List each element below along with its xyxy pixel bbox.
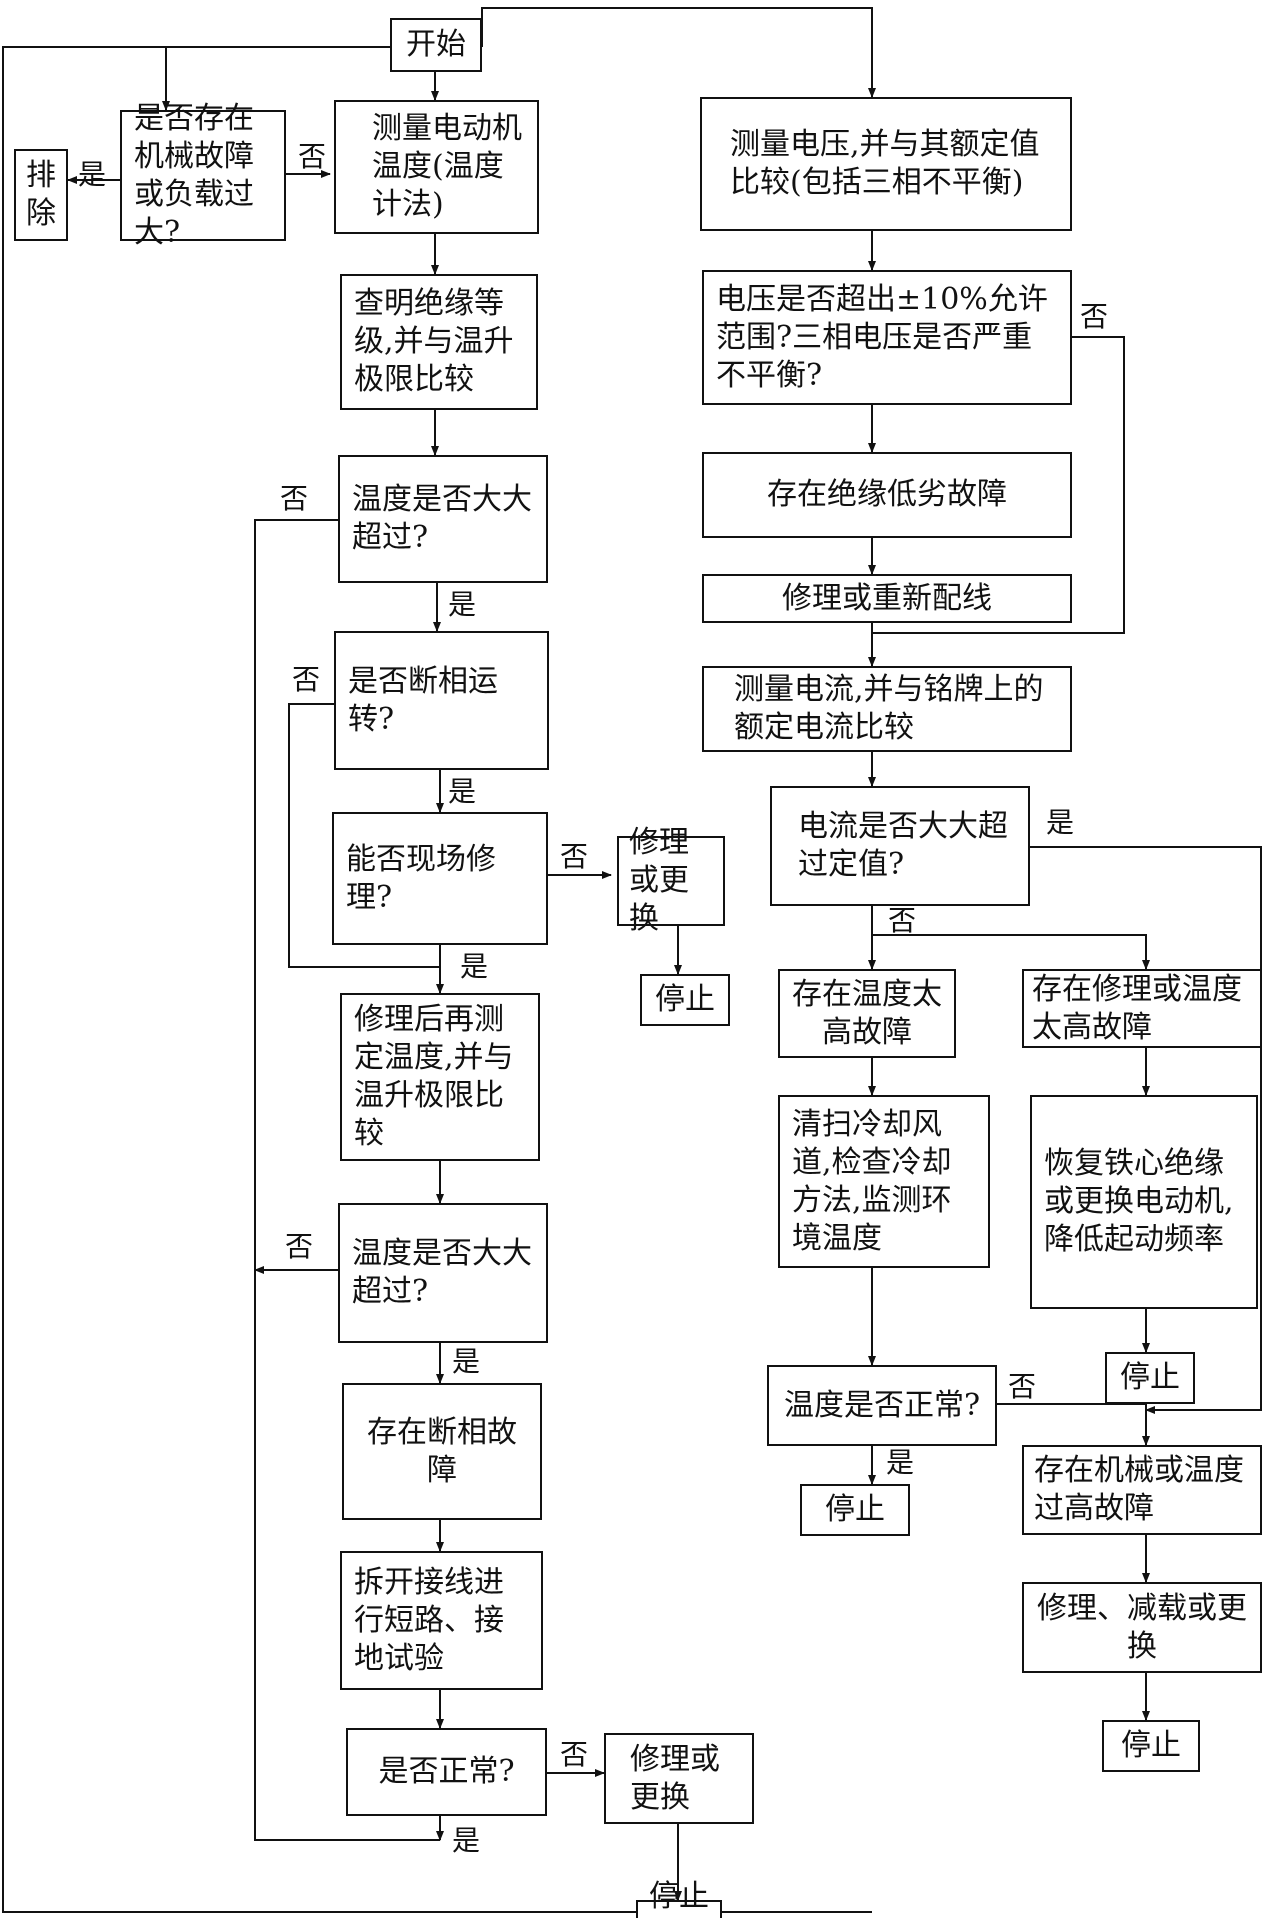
temp-high-fault-text: 存在温度太高故障 — [792, 976, 942, 1050]
repair-replace-2-text: 修理或更换 — [630, 1741, 720, 1815]
remeasure-temp-box: 修理后再测定温度,并与温升极限比较 — [340, 993, 540, 1161]
label-yes-remove: 是 — [78, 158, 107, 191]
temp-exceed-2-text: 温度是否大大超过? — [352, 1236, 532, 1309]
short-ground-test-text: 拆开接线进行短路、接地试验 — [354, 1564, 504, 1676]
stop-box-5: 停止 — [1102, 1720, 1200, 1772]
label-yes-phase-q: 是 — [448, 775, 477, 808]
phase-loss-fault-text: 存在断相故障 — [367, 1414, 517, 1488]
label-no-temp-normal-q: 否 — [1008, 1370, 1037, 1403]
arrow-start-to-measure-voltage — [481, 7, 876, 98]
label-no-current-q: 否 — [888, 904, 917, 937]
insulation-class-text: 查明绝缘等级,并与温升极限比较 — [354, 286, 514, 397]
remove-text: 排除 — [26, 158, 56, 231]
measure-voltage-box: 测量电压,并与其额定值比较(包括三相不平衡) — [700, 97, 1072, 231]
outer-loop-line — [2, 46, 872, 1913]
temp-normal-decision: 温度是否正常? — [767, 1365, 997, 1446]
label-no-phase-q: 否 — [292, 663, 321, 696]
rewire-text: 修理或重新配线 — [782, 580, 992, 616]
stop-box-3: 停止 — [1105, 1352, 1195, 1404]
current-decision: 电流是否大大超过定值? — [770, 786, 1030, 906]
start-box: 开始 — [390, 18, 482, 72]
voltage-decision: 电压是否超出±10%允许范围?三相电压是否严重不平衡? — [702, 270, 1072, 405]
normal-decision: 是否正常? — [346, 1728, 547, 1816]
remeasure-temp-text: 修理后再测定温度,并与温升极限比较 — [354, 1002, 514, 1151]
label-yes-temp-q2: 是 — [452, 1345, 481, 1378]
label-yes-normal-q: 是 — [452, 1824, 481, 1857]
repair-reduce-box: 修理、减载或更换 — [1022, 1582, 1262, 1673]
repair-replace-box-1: 修理或更换 — [617, 825, 725, 936]
label-no-measure-temp: 否 — [298, 140, 327, 173]
stop-box-4: 停止 — [800, 1484, 910, 1536]
mech-temp-fault-box: 存在机械或温度过高故障 — [1022, 1445, 1262, 1535]
remove-box: 排除 — [14, 149, 68, 241]
label-no-temp-q1: 否 — [280, 482, 309, 515]
mech-fault-text: 是否存在机械故障或负载过大? — [134, 100, 254, 250]
insulation-fault-box: 存在绝缘低劣故障 — [702, 452, 1072, 538]
label-no-voltage-q: 否 — [1080, 300, 1109, 333]
stop-1-text: 停止 — [655, 982, 715, 1017]
clean-cooling-box: 清扫冷却风道,检查冷却方法,监测环境温度 — [778, 1095, 990, 1268]
stop-3-text: 停止 — [1120, 1360, 1180, 1395]
phase-loss-decision: 是否断相运转? — [334, 631, 549, 770]
arrow-current-q-split — [871, 906, 1150, 970]
temp-normal-q-text: 温度是否正常? — [783, 1387, 981, 1423]
restore-core-box: 恢复铁心绝缘或更换电动机,降低起动频率 — [1030, 1095, 1258, 1309]
label-yes-current-q: 是 — [1046, 806, 1075, 839]
arrow-voltage-q-no — [872, 336, 1125, 634]
phase-loss-fault-box: 存在断相故障 — [342, 1383, 542, 1520]
stop-box-2: 停止 — [636, 1879, 722, 1918]
measure-current-box: 测量电流,并与铭牌上的额定电流比较 — [702, 666, 1072, 752]
measure-temp-box: 测量电动机温度(温度计法) — [334, 100, 539, 234]
current-q-text: 电流是否大大超过定值? — [798, 809, 1008, 882]
insulation-fault-text: 存在绝缘低劣故障 — [767, 477, 1007, 512]
restore-core-text: 恢复铁心绝缘或更换电动机,降低起动频率 — [1044, 1146, 1234, 1257]
label-yes-temp-q1: 是 — [448, 588, 477, 621]
short-ground-test-box: 拆开接线进行短路、接地试验 — [340, 1551, 543, 1690]
label-yes-temp-normal-q: 是 — [886, 1446, 915, 1479]
onsite-repair-text: 能否现场修理? — [346, 841, 496, 915]
arrow-current-q-yes — [1030, 846, 1262, 1414]
phase-loss-q-text: 是否断相运转? — [348, 663, 498, 737]
mech-fault-decision: 是否存在机械故障或负载过大? — [120, 101, 286, 250]
label-no-temp-q2: 否 — [285, 1230, 314, 1263]
onsite-repair-decision: 能否现场修理? — [332, 812, 548, 945]
loop-back-line — [254, 519, 440, 1841]
temp-exceed-1-text: 温度是否大大超过? — [352, 482, 532, 555]
temp-exceed-decision-1: 温度是否大大超过? — [338, 455, 548, 583]
clean-cooling-text: 清扫冷却风道,检查冷却方法,监测环境温度 — [792, 1106, 952, 1256]
rewire-box: 修理或重新配线 — [702, 574, 1072, 623]
repair-temp-fault-text: 存在修理或温度太高故障 — [1032, 971, 1242, 1045]
arrow-phase-q-no-bypass — [288, 703, 440, 968]
label-no-normal-q: 否 — [560, 1738, 589, 1771]
stop-box-1: 停止 — [640, 974, 730, 1026]
voltage-q-text: 电压是否超出±10%允许范围?三相电压是否严重不平衡? — [716, 281, 1048, 393]
measure-voltage-text: 测量电压,并与其额定值比较(包括三相不平衡) — [730, 127, 1040, 200]
temp-exceed-decision-2: 温度是否大大超过? — [338, 1203, 548, 1343]
mech-temp-fault-text: 存在机械或温度过高故障 — [1034, 1453, 1244, 1526]
measure-current-text: 测量电流,并与铭牌上的额定电流比较 — [734, 672, 1044, 745]
repair-replace-box-2: 修理或更换 — [604, 1733, 754, 1824]
start-text: 开始 — [406, 27, 466, 62]
normal-q-text: 是否正常? — [378, 1754, 515, 1789]
label-no-onsite-q: 否 — [560, 840, 589, 873]
measure-temp-text: 测量电动机温度(温度计法) — [372, 111, 522, 222]
repair-temp-fault-box: 存在修理或温度太高故障 — [1022, 969, 1262, 1048]
insulation-class-box: 查明绝缘等级,并与温升极限比较 — [340, 274, 538, 410]
label-yes-onsite-q: 是 — [460, 950, 489, 983]
stop-2-text: 停止 — [649, 1879, 709, 1914]
arrow-temp-normal-q-no — [997, 1403, 1150, 1446]
repair-replace-1-text: 修理或更换 — [629, 825, 689, 936]
temp-high-fault-box: 存在温度太高故障 — [778, 969, 956, 1058]
stop-4-text: 停止 — [825, 1492, 885, 1527]
repair-reduce-text: 修理、减载或更换 — [1037, 1590, 1247, 1664]
stop-5-text: 停止 — [1121, 1728, 1181, 1763]
